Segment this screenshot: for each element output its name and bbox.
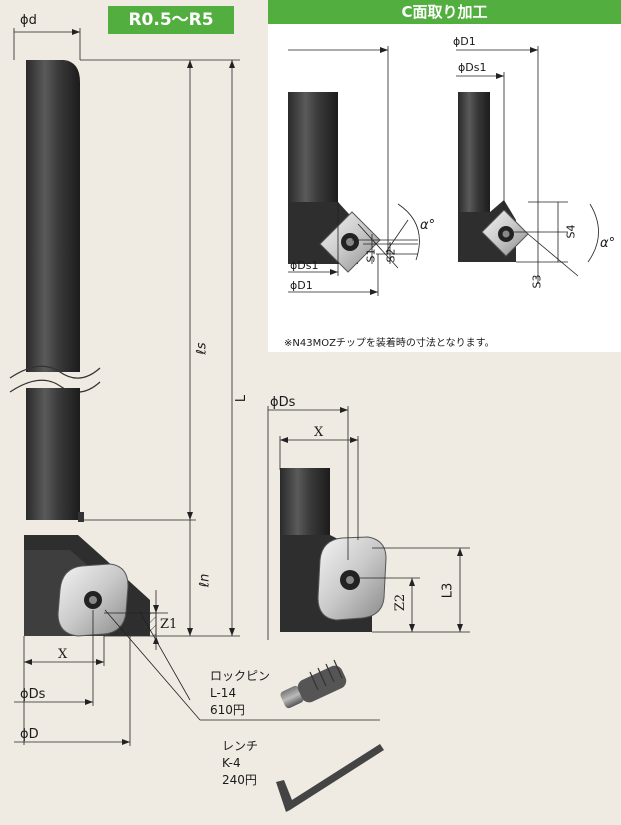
label-ls: ℓs <box>194 342 210 355</box>
chamfer-drawings <box>288 46 599 296</box>
lock-pin-price: 610円 <box>210 703 245 717</box>
label-left-phi-D1: ϕD1 <box>290 279 313 292</box>
lock-pin-code: L-14 <box>210 686 237 700</box>
wrench-code: K-4 <box>222 756 241 770</box>
label-right-phi-Ds1: ϕDs1 <box>458 61 487 74</box>
label-S4: S4 <box>564 224 578 239</box>
label-ln: ℓn <box>197 573 213 588</box>
label-phi-D: ϕD <box>20 727 39 742</box>
side-view-drawing <box>280 468 387 632</box>
chamfer-title: C面取り加工 <box>268 0 621 24</box>
label-L: L <box>234 394 250 403</box>
label-phi-d: ϕd <box>20 13 37 28</box>
wrench-info: レンチ K-4 240円 <box>222 738 258 789</box>
insert-chip <box>57 563 129 637</box>
label-left-phi-Ds1: ϕDs1 <box>290 259 319 272</box>
wrench-image <box>276 744 384 812</box>
chamfer-panel <box>268 24 621 352</box>
main-dimension-lines <box>13 28 380 746</box>
label-S3: S3 <box>530 274 544 289</box>
label-left-alpha: α° <box>420 218 436 233</box>
label-Z2: Z2 <box>393 593 409 612</box>
wrench-price: 240円 <box>222 773 257 787</box>
lock-pin-image <box>280 659 347 709</box>
label-Z1: Z1 <box>160 617 178 632</box>
label-S2: S2 <box>384 248 398 263</box>
label-L3: L3 <box>440 582 456 599</box>
label-side-X: X <box>314 425 324 440</box>
label-X: X <box>58 647 68 662</box>
wrench-name: レンチ <box>222 739 259 753</box>
corner-radius-badge: R0.5〜R5 <box>108 6 234 34</box>
chip-note: ※N43MOZチップを装着時の寸法となります。 <box>284 338 495 349</box>
label-S1: S1 <box>364 248 378 263</box>
label-phi-Ds: ϕDs <box>20 687 46 702</box>
label-right-alpha: α° <box>600 236 616 251</box>
label-right-phi-D1: ϕD1 <box>453 35 476 48</box>
tool-shank <box>9 60 150 636</box>
lock-pin-info: ロックピン L-14 610円 <box>210 668 270 719</box>
label-side-phi-Ds: ϕDs <box>270 395 296 410</box>
lock-pin-name: ロックピン <box>210 669 271 683</box>
